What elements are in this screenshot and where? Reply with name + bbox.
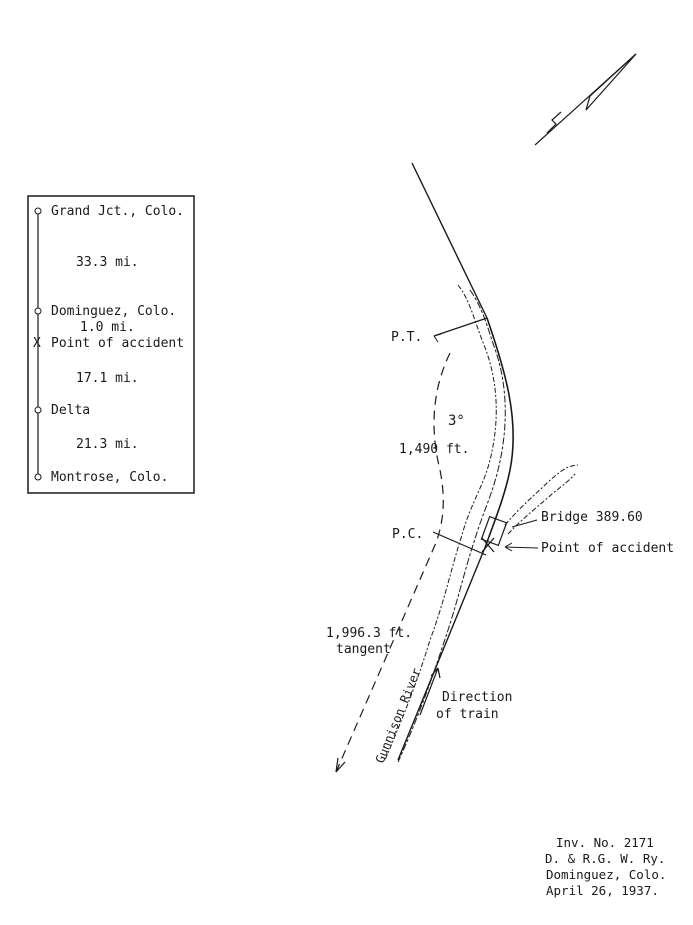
curve-degree-label: 3° (448, 413, 465, 429)
legend-distance-4: 21.3 mi. (76, 437, 139, 452)
accident-point: Point of accident (481, 537, 674, 556)
direction-label-2: of train (436, 707, 499, 722)
legend-station-dominguez: Dominguez, Colo. (51, 304, 176, 319)
railroad-track (397, 162, 514, 761)
accident-date: April 26, 1937. (546, 883, 659, 898)
tangent-length-label: 1,996.3 ft. (326, 626, 412, 641)
tangent-line (335, 352, 451, 773)
legend-station-accident: Point of accident (51, 336, 184, 351)
gunnison-river (384, 284, 579, 763)
tangent-word-label: tangent (336, 642, 391, 657)
legend-station-grand-jct: Grand Jct., Colo. (51, 204, 184, 219)
pc-label: P.C. (392, 527, 423, 542)
drawing-title-block: Inv. No. 2171 D. & R.G. W. Ry. Dominguez… (545, 835, 666, 898)
bridge-label: Bridge 389.60 (541, 510, 643, 525)
place-name: Dominguez, Colo. (546, 867, 666, 882)
legend-station-montrose: Montrose, Colo. (51, 470, 168, 485)
pc-marker: P.C. (392, 527, 487, 556)
legend-distance-2: 1.0 mi. (80, 320, 135, 335)
north-arrow-icon (534, 53, 637, 146)
legend-station-delta: Delta (51, 403, 90, 418)
inv-number: Inv. No. 2171 (556, 835, 654, 850)
pt-marker: P.T. (391, 317, 488, 345)
legend-accident-marker: X (33, 336, 41, 351)
direction-label-1: Direction (442, 690, 512, 705)
direction-arrow-icon (419, 667, 441, 716)
legend-distance-3: 17.1 mi. (76, 371, 139, 386)
legend-distance-1: 33.3 mi. (76, 255, 139, 270)
curve-length-label: 1,490 ft. (399, 442, 469, 457)
railway-name: D. & R.G. W. Ry. (545, 851, 665, 866)
pt-label: P.T. (391, 330, 422, 345)
accident-label: Point of accident (541, 541, 674, 556)
station-legend: Grand Jct., Colo. 33.3 mi. Dominguez, Co… (27, 195, 195, 494)
